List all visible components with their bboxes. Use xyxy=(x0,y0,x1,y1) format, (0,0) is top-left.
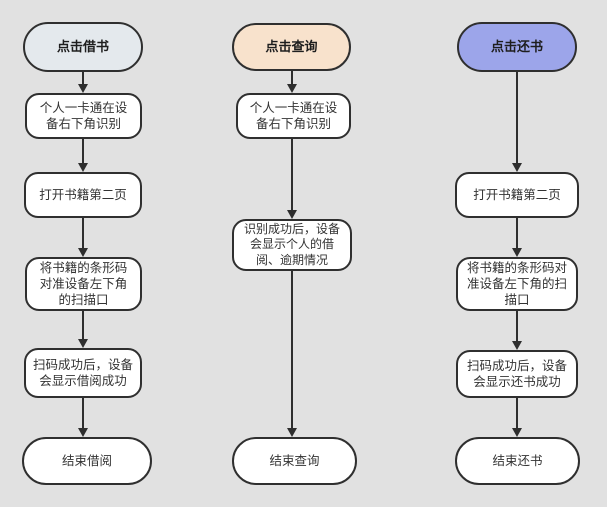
flow-start-return: 点击还书 xyxy=(457,22,577,72)
flow-end-return: 结束还书 xyxy=(455,437,580,485)
arrow-down xyxy=(77,139,88,172)
arrow-down xyxy=(511,218,522,257)
arrow-down xyxy=(286,139,297,219)
flow-start-query: 点击查询 xyxy=(232,23,351,71)
flow-end-borrow: 结束借阅 xyxy=(22,437,152,485)
flow-step-borrow-2: 打开书籍第二页 xyxy=(24,172,142,218)
arrow-down xyxy=(77,311,88,348)
arrow-down xyxy=(511,72,522,172)
flow-step-query-2: 识别成功后，设备会显示个人的借阅、逾期情况 xyxy=(232,219,352,271)
flow-step-return-1: 打开书籍第二页 xyxy=(455,172,579,218)
arrow-down xyxy=(511,398,522,437)
flow-step-borrow-4: 扫码成功后，设备会显示借阅成功 xyxy=(24,348,142,398)
arrow-down xyxy=(77,72,88,93)
arrow-down xyxy=(511,311,522,350)
arrow-down xyxy=(77,398,88,437)
flow-step-borrow-3: 将书籍的条形码对准设备左下角的扫描口 xyxy=(25,257,142,311)
arrow-down xyxy=(286,71,297,93)
flow-step-query-1: 个人一卡通在设备右下角识别 xyxy=(236,93,351,139)
flow-step-return-2: 将书籍的条形码对准设备左下角的扫描口 xyxy=(456,257,578,311)
flow-step-return-3: 扫码成功后，设备会显示还书成功 xyxy=(456,350,578,398)
flow-end-query: 结束查询 xyxy=(232,437,357,485)
flow-step-borrow-1: 个人一卡通在设备右下角识别 xyxy=(25,93,142,139)
flow-start-borrow: 点击借书 xyxy=(23,22,143,72)
arrow-down xyxy=(77,218,88,257)
arrow-down xyxy=(286,271,297,437)
